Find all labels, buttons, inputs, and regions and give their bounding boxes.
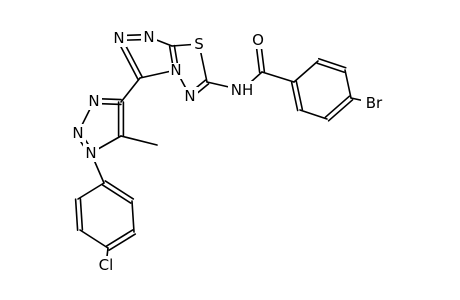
- bonds: [74, 33, 375, 266]
- atom-o-carbonyl: O: [250, 31, 266, 49]
- atom-n-triazole2-c: N: [83, 144, 99, 162]
- bond-b1-b2: [293, 60, 319, 83]
- svg-text:S: S: [194, 35, 204, 53]
- bond-b2-b3-b: [317, 57, 347, 69]
- bond-a5-a6-a: [79, 198, 84, 231]
- atom-n-thiadiazole: N: [182, 87, 198, 105]
- bond-a1-a2-b: [104, 180, 135, 200]
- bond-b3-b4: [344, 69, 352, 99]
- bond-b2-b3-a: [316, 62, 346, 74]
- atom-br: Br: [361, 94, 387, 112]
- atom-nh-amide: NH: [228, 81, 256, 99]
- svg-text:O: O: [252, 31, 264, 49]
- svg-text:Cl: Cl: [99, 256, 114, 274]
- atom-cl: Cl: [95, 256, 117, 274]
- svg-text:N: N: [88, 92, 99, 110]
- atom-n-triazole2-a: N: [86, 92, 102, 110]
- atom-n-triazole-a: N: [111, 29, 127, 47]
- atom-labels: N N S N N NH O Br: [70, 28, 387, 274]
- bond-a4-a5: [79, 229, 109, 249]
- bond-c3-t4: [120, 77, 141, 103]
- atom-n-triazole2-b: N: [70, 124, 86, 142]
- bond-a6-a1: [77, 182, 105, 200]
- bond-a1-a2-a: [101, 184, 132, 204]
- bond-a3-a4-a: [105, 229, 134, 247]
- svg-text:NH: NH: [231, 81, 254, 99]
- atom-n-bridge: N: [169, 61, 183, 79]
- bond-cc-b1: [261, 71, 295, 83]
- bond-t5-me: [120, 135, 158, 146]
- bond-b6-b1-b: [290, 81, 299, 112]
- bond-a5-a6-b: [74, 198, 79, 231]
- atom-n-triazole-b: N: [141, 28, 157, 46]
- bond-a2-a3: [131, 200, 135, 233]
- svg-text:N: N: [85, 144, 96, 162]
- bond-b5-b6: [299, 109, 328, 120]
- svg-text:N: N: [143, 28, 154, 46]
- svg-text:N: N: [72, 124, 83, 142]
- bond-b6-b1-a: [295, 80, 304, 111]
- svg-text:Br: Br: [366, 94, 383, 112]
- svg-text:N: N: [184, 87, 195, 105]
- bond-b4-b5-a: [324, 95, 351, 118]
- svg-text:N: N: [170, 61, 181, 79]
- svg-text:N: N: [113, 29, 124, 47]
- atom-s-thiadiazole: S: [191, 35, 207, 53]
- bond-b4-b5-b: [327, 99, 354, 122]
- bond-a3-a4-b: [108, 233, 137, 251]
